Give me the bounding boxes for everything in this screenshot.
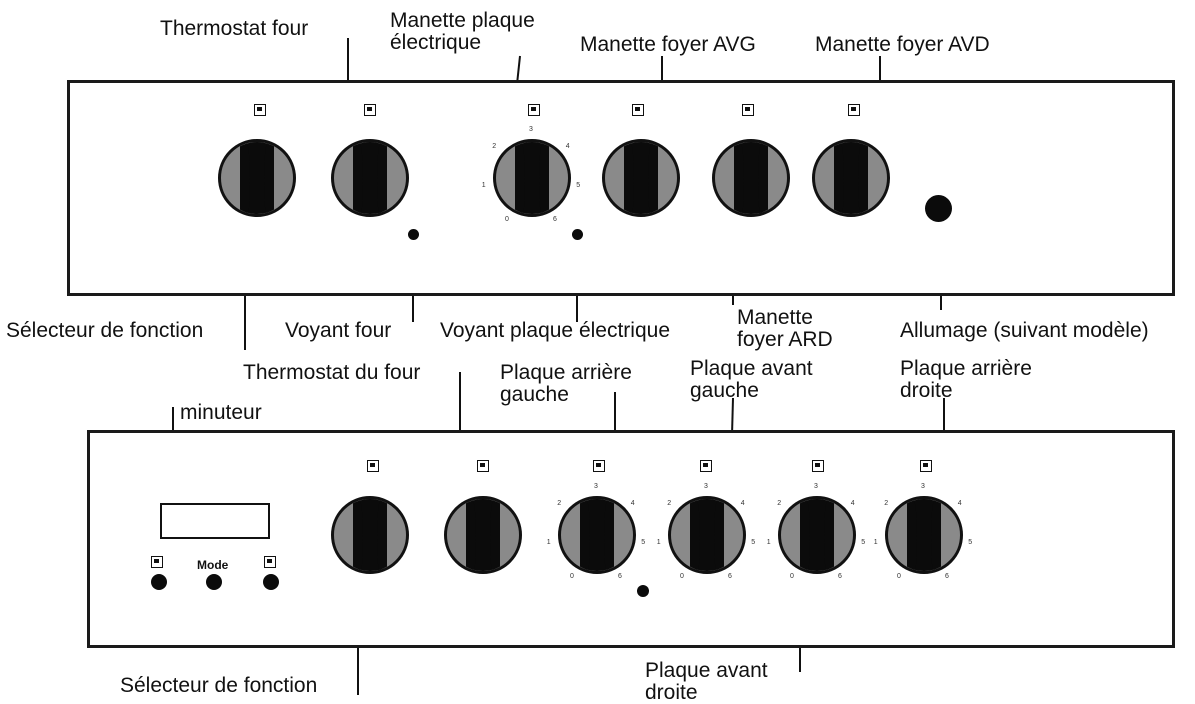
- hotplate-position-icon: [700, 460, 712, 472]
- knob-scale-tick: 4: [565, 143, 570, 151]
- knob-scale-tick: 1: [656, 539, 661, 547]
- oven-thermostat-knob-bottom[interactable]: [444, 496, 522, 574]
- timer-minus-button[interactable]: [151, 574, 167, 590]
- knob-scale-tick: 6: [728, 572, 732, 580]
- knob-scale-tick: 5: [751, 539, 756, 547]
- plate-rear-left-knob[interactable]: [558, 496, 636, 574]
- hotplate-position-icon: [593, 460, 605, 472]
- hotplate-position-icon: [528, 104, 540, 116]
- knob-scale-tick: 4: [957, 500, 962, 508]
- label-thermostat-du-four: Thermostat du four: [243, 361, 421, 384]
- knob-scale-tick: 3: [814, 483, 818, 490]
- hotplate-position-icon: [364, 104, 376, 116]
- knob-scale-tick: 1: [766, 539, 771, 547]
- burner-avd-knob[interactable]: [812, 139, 890, 217]
- label-manette-foyer-avg: Manette foyer AVG: [580, 33, 756, 56]
- timer-mode-button[interactable]: [206, 574, 222, 590]
- plate-front-left-knob[interactable]: [668, 496, 746, 574]
- label-manette-plaque-electrique: Manette plaque électrique: [390, 9, 535, 54]
- label-manette-foyer-ard: Manette foyer ARD: [737, 306, 833, 351]
- knob-scale-tick: 2: [777, 500, 782, 508]
- knob-scale-tick: 6: [618, 572, 622, 580]
- knob-scale-tick: 3: [921, 483, 925, 490]
- label-minuteur: minuteur: [180, 401, 262, 424]
- mode-label: Mode: [197, 558, 229, 572]
- label-allumage: Allumage (suivant modèle): [900, 319, 1149, 342]
- minus-button-icon: [151, 556, 163, 568]
- hotplate-position-icon: [477, 460, 489, 472]
- label-plaque-arriere-droite: Plaque arrière droite: [900, 357, 1032, 402]
- hotplate-position-icon: [367, 460, 379, 472]
- knob-scale-tick: 3: [594, 483, 598, 490]
- knob-scale-tick: 6: [838, 572, 842, 580]
- knob-scale-tick: 4: [630, 500, 635, 508]
- plate-rear-right-knob[interactable]: [885, 496, 963, 574]
- oven-indicator-light: [408, 229, 419, 240]
- plate-indicator-light-bottom: [637, 585, 649, 597]
- knob-scale-tick: 0: [897, 572, 901, 580]
- label-plaque-arriere-gauche: Plaque arrière gauche: [500, 361, 632, 406]
- hotplate-position-icon: [742, 104, 754, 116]
- knob-scale-tick: 2: [492, 143, 497, 151]
- knob-scale-tick: 0: [790, 572, 794, 580]
- knob-scale-tick: 2: [557, 500, 562, 508]
- label-voyant-four: Voyant four: [285, 319, 392, 342]
- knob-scale-tick: 5: [968, 539, 973, 547]
- knob-scale-tick: 1: [481, 182, 486, 190]
- knob-scale-tick: 5: [576, 182, 581, 190]
- burner-avg-knob[interactable]: [602, 139, 680, 217]
- function-selector-knob-bottom[interactable]: [331, 496, 409, 574]
- oven-thermostat-knob[interactable]: [331, 139, 409, 217]
- label-plaque-avant-droite: Plaque avant droite: [645, 659, 768, 704]
- electric-plate-knob[interactable]: [493, 139, 571, 217]
- knob-scale-tick: 0: [680, 572, 684, 580]
- label-selecteur-de-fonction: Sélecteur de fonction: [6, 319, 204, 342]
- knob-scale-tick: 6: [945, 572, 949, 580]
- timer-display: [160, 503, 270, 539]
- label-thermostat-four: Thermostat four: [160, 17, 309, 40]
- knob-scale-tick: 5: [641, 539, 646, 547]
- knob-scale-tick: 2: [667, 500, 672, 508]
- knob-scale-tick: 1: [873, 539, 878, 547]
- knob-scale-tick: 4: [740, 500, 745, 508]
- label-manette-foyer-avd: Manette foyer AVD: [815, 33, 990, 56]
- knob-scale-tick: 0: [505, 215, 509, 223]
- timer-plus-button[interactable]: [263, 574, 279, 590]
- hotplate-position-icon: [848, 104, 860, 116]
- knob-scale-tick: 0: [570, 572, 574, 580]
- knob-scale-tick: 3: [704, 483, 708, 490]
- function-selector-knob[interactable]: [218, 139, 296, 217]
- knob-scale-tick: 4: [850, 500, 855, 508]
- label-voyant-plaque-electrique: Voyant plaque électrique: [440, 319, 671, 342]
- burner-ard-knob[interactable]: [712, 139, 790, 217]
- hotplate-position-icon: [254, 104, 266, 116]
- knob-scale-tick: 5: [861, 539, 866, 547]
- label-plaque-avant-gauche: Plaque avant gauche: [690, 357, 813, 402]
- knob-scale-tick: 3: [529, 126, 533, 133]
- hotplate-position-icon: [812, 460, 824, 472]
- knob-scale-tick: 6: [553, 215, 557, 223]
- plate-indicator-light: [572, 229, 583, 240]
- hotplate-position-icon: [632, 104, 644, 116]
- plate-front-right-knob[interactable]: [778, 496, 856, 574]
- plus-button-icon: [264, 556, 276, 568]
- hotplate-position-icon: [920, 460, 932, 472]
- ignition-button[interactable]: [925, 195, 952, 222]
- knob-scale-tick: 1: [546, 539, 551, 547]
- label-selecteur-de-fonction-bottom: Sélecteur de fonction: [120, 674, 318, 697]
- knob-scale-tick: 2: [884, 500, 889, 508]
